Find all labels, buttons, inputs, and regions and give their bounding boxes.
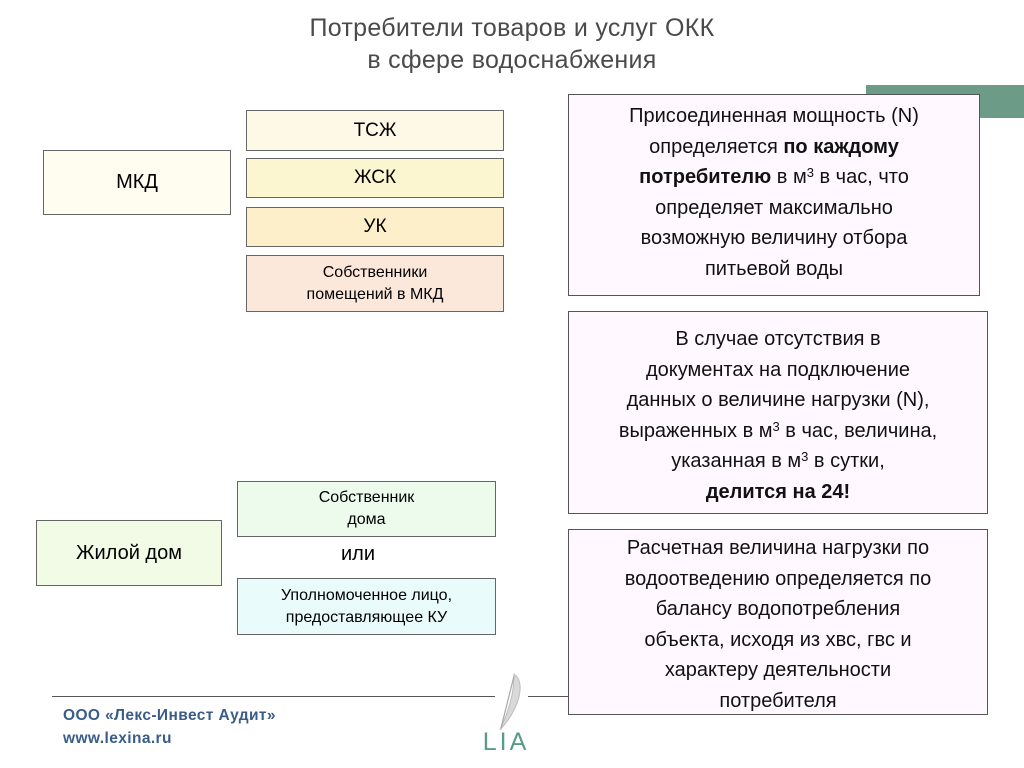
owners-mkd-box: Собственники помещений в МКД [246, 255, 504, 312]
note1-text: определяется [649, 135, 784, 158]
note2-text: указанная в м [671, 450, 802, 472]
owners-line-1: Собственники [322, 263, 428, 281]
note2-line-5: указанная в м3 в сутки, [569, 446, 987, 477]
note1-line-5: возможную величину отбора [640, 227, 908, 249]
zhsk-box: ЖСК [246, 158, 504, 198]
note1-line-1: Присоединенная мощность (N) [629, 105, 919, 127]
footer-divider-right [528, 696, 568, 697]
note3-line-1: Расчетная величина нагрузки по [626, 537, 930, 559]
note2-text: выраженных в м [618, 419, 773, 442]
mkd-label: МКД [116, 171, 158, 193]
note2-line-1: В случае отсутствия в [675, 328, 881, 350]
note-connected-capacity: Присоединенная мощность (N) определяется… [568, 94, 980, 296]
authorized-line-1: Уполномоченное лицо, [280, 586, 453, 604]
note3-line-2: водоотведению определяется по [624, 567, 932, 590]
house-owner-line-2: дома [347, 511, 386, 528]
house-owner-line-1: Собственник [318, 489, 415, 506]
note2-superscript: 3 [801, 449, 809, 464]
note1-text: в м [771, 166, 807, 188]
note3-line-5: характеру деятельности [664, 659, 892, 681]
authorized-person-box: Уполномоченное лицо, предоставляющее КУ [237, 578, 496, 635]
footer-divider-left [52, 696, 495, 697]
note1-bold-text: по каждому [783, 135, 899, 158]
owners-line-2: помещений в МКД [306, 285, 444, 303]
company-website: www.lexina.ru [63, 730, 172, 747]
house-box: Жилой дом [36, 520, 222, 586]
zhsk-label: ЖСК [353, 167, 397, 188]
note3-line-4: объекта, исходя из хвс, гвс и [644, 628, 912, 651]
note1-text: в час, что [813, 166, 909, 188]
logo-text: LIA [483, 728, 530, 756]
note3-line-3: балансу водопотребления [655, 598, 901, 620]
note1-line-6: питьевой воды [704, 257, 844, 280]
house-label: Жилой дом [76, 541, 182, 564]
note-wastewater-load: Расчетная величина нагрузки по водоотвед… [568, 529, 988, 715]
tszh-box: ТСЖ [246, 110, 504, 151]
uk-label: УК [363, 216, 387, 237]
note2-line-6: делится на 24! [569, 477, 987, 508]
mkd-box: МКД [43, 150, 231, 215]
note2-text: в сутки, [808, 450, 885, 472]
title-line-2: в сфере водоснабжения [367, 46, 657, 74]
note1-line-3: потребителю в м3 в час, что [569, 162, 979, 193]
note1-line-4: определяет максимально [655, 196, 893, 219]
note2-bold-text: делится на 24! [705, 480, 851, 503]
note3-line-6: потребителя [719, 689, 837, 712]
note1-superscript: 3 [806, 165, 814, 180]
note-load-missing: В случае отсутствия в документах на подк… [568, 311, 988, 514]
note1-bold-text: потребителю [639, 166, 772, 188]
feather-quill-line [500, 675, 515, 729]
house-owner-box: Собственник дома [237, 481, 496, 537]
or-label: или [340, 543, 375, 565]
uk-box: УК [246, 207, 504, 247]
note2-line-2: документах на подключение [645, 358, 911, 381]
footer-company-info: ООО «Лекс-Инвест Аудит» www.lexina.ru [63, 704, 276, 750]
lia-logo: LIA [483, 673, 530, 756]
note1-line-2: определяется по каждому [569, 132, 979, 163]
company-name: ООО «Лекс-Инвест Аудит» [63, 707, 276, 724]
feather-icon [499, 673, 521, 731]
slide-title: Потребители товаров и услуг ОКК в сфере … [180, 12, 844, 76]
note2-line-4: выраженных в м3 в час, величина, [569, 416, 987, 447]
authorized-line-2: предоставляющее КУ [285, 608, 448, 626]
note2-text: в час, величина, [779, 419, 938, 442]
title-line-1: Потребители товаров и услуг ОКК [309, 14, 715, 42]
note2-line-3: данных о величине нагрузки (N), [626, 389, 930, 411]
tszh-label: ТСЖ [353, 119, 397, 141]
note2-superscript: 3 [772, 418, 780, 434]
